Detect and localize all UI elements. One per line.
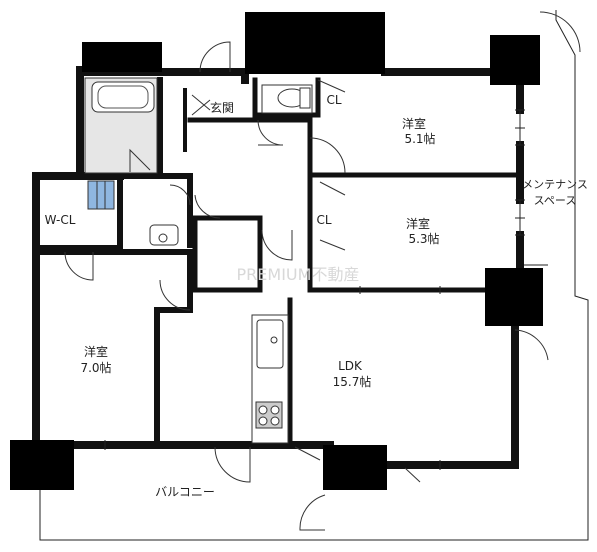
kitchen-sink xyxy=(256,319,284,369)
watermark: PREMIUM不動産 xyxy=(237,265,360,284)
interior-walls xyxy=(37,77,523,448)
bathtub xyxy=(91,81,155,113)
room-western-1-size: 5.1帖 xyxy=(404,131,435,146)
balcony-outline xyxy=(39,10,589,541)
room-entrance: 玄関 xyxy=(210,100,234,115)
bath-door xyxy=(129,148,151,172)
maintenance-outline xyxy=(519,60,548,266)
wash-basin xyxy=(149,224,179,246)
pillars xyxy=(10,12,543,490)
room-western-3-name: 洋室 xyxy=(84,344,108,359)
room-ldk-size: 15.7帖 xyxy=(333,374,372,389)
window-marks xyxy=(104,109,525,470)
maintenance-label-1: メンテナンス xyxy=(522,178,588,191)
balcony-label: バルコニー xyxy=(155,485,215,499)
room-western-2-size: 5.3帖 xyxy=(408,231,439,246)
pillar-top-left xyxy=(82,42,162,72)
closet-top-label: CL xyxy=(326,93,341,107)
pillar-mid-right xyxy=(485,268,543,326)
room-walk-in-closet: W-CL xyxy=(45,213,76,227)
washing-machine xyxy=(87,180,115,210)
pillar-top-right xyxy=(490,35,540,85)
room-western-3-size: 7.0帖 xyxy=(80,360,111,375)
pillar-bottom-left xyxy=(10,440,74,490)
room-ldk-name: LDK xyxy=(338,359,363,373)
room-western-2-name: 洋室 xyxy=(406,216,430,231)
doors xyxy=(64,11,581,531)
pillar-top-center xyxy=(245,12,385,74)
maintenance-label-2: スペース xyxy=(534,194,577,207)
closet-mid-label: CL xyxy=(316,213,331,227)
pillar-bottom-right xyxy=(323,445,387,490)
room-western-1-name: 洋室 xyxy=(402,116,426,131)
